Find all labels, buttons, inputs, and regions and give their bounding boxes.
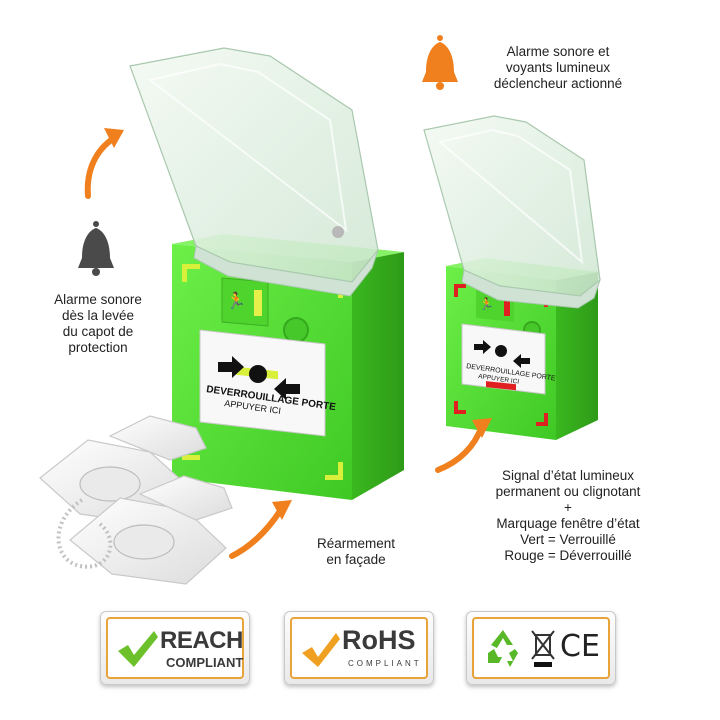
reach-title: REACH [160,627,243,654]
caption-reset: Réarmement en façade [316,536,396,567]
product-illustration: 🏃 DEVERROUILLAGE PORTE APPUYER ICI 🏃 [39,35,602,585]
reach-subtitle: COMPLIANT [166,655,244,670]
right-call-point: 🏃 DEVERROUILLAGE PORTE APPUYER ICI [423,115,602,440]
check-green-icon [118,631,158,667]
left-call-point: 🏃 DEVERROUILLAGE PORTE APPUYER ICI [129,47,404,500]
left-protective-cover [129,47,379,283]
push-button [249,365,267,383]
bell-dark-icon [78,221,114,276]
environment-badge: CE [466,611,616,685]
arrow-left-icon [274,378,300,400]
arrow-right-icon [218,356,244,378]
recycle-icon [488,630,518,667]
caption-alarm-lift: Alarme sonore dès la levée du capot de p… [54,292,142,355]
reset-arrow-icon [229,505,285,559]
caption-status: Signal d’état lumineux permanent ou clig… [495,468,641,563]
bell-orange-icon [422,35,458,90]
running-man-icon: 🏃 [226,291,246,310]
running-man-red-icon: 🏃 [479,297,494,311]
check-orange-icon [302,633,340,667]
status-arrow-icon [435,423,485,473]
reset-keys [39,415,233,585]
lift-arrow-icon [84,135,117,199]
bead-chain [56,498,113,569]
ce-mark: CE [560,629,600,664]
weee-bin-icon [531,630,555,667]
rohs-badge: RoHS COMPLIANT [284,611,434,685]
rohs-title: RoHS [342,625,416,655]
caption-alarm-triggered: Alarme sonore et voyants lumineux déclen… [493,44,623,91]
reach-badge: REACH COMPLIANT [100,611,250,685]
rohs-subtitle: COMPLIANT [348,659,422,668]
